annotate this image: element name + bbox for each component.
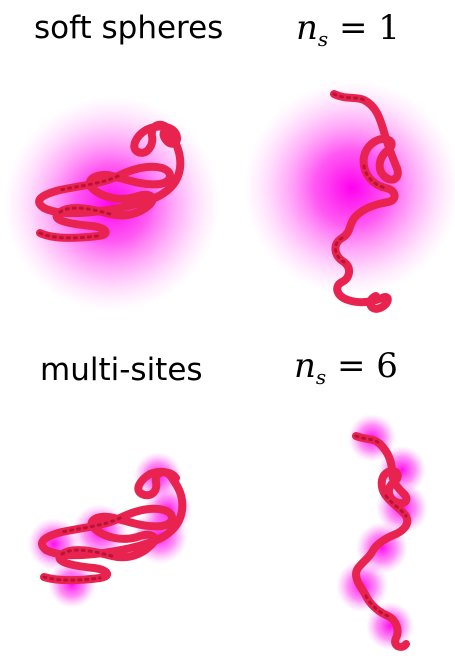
soft-sphere-left [4,96,220,312]
polymer-chain-bottom-left-detail [42,516,122,582]
ns-6-symbol: n [294,346,316,386]
soft-sphere-blob-right [244,80,455,296]
polymer-chain-bottom-right-detail [354,434,408,618]
ns-6-formula: ns = 6 [294,346,398,389]
ns-6-value: = 6 [336,346,398,386]
polymer-chain-top-right-detail [332,92,388,264]
ns-6-subscript: s [315,365,327,389]
multi-sites-label: multi-sites [40,352,203,388]
soft-sphere-blob-left [4,96,220,312]
soft-spheres-label: soft spheres [34,10,224,46]
multi-sites-right [336,414,428,651]
soft-sphere-right [244,80,455,313]
ns-1-subscript: s [317,27,329,51]
polymer-chain-top-left-detail [38,174,120,240]
ns-1-value: = 1 [338,8,400,48]
ns-1-symbol: n [296,8,318,48]
polymer-chain-top-right [330,90,402,313]
ns-1-formula: ns = 1 [296,8,400,51]
multi-sites-left [28,452,192,608]
